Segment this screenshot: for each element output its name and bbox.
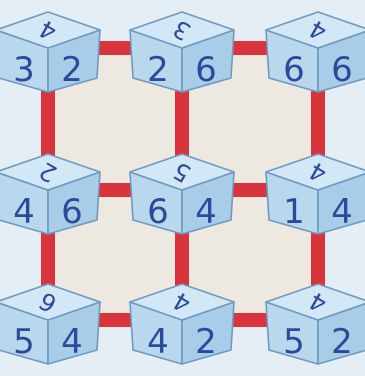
- cube-left-number: 5: [13, 322, 35, 362]
- cube-left-number: 6: [147, 192, 169, 232]
- cube-right-number: 2: [195, 322, 217, 362]
- cube-left-number: 2: [147, 50, 169, 90]
- cube-right-number: 6: [195, 50, 217, 90]
- cube-right-number: 6: [61, 192, 83, 232]
- cube-right-number: 4: [195, 192, 217, 232]
- cube-left-number: 3: [13, 50, 35, 90]
- cube-right-number: 4: [331, 192, 353, 232]
- cube-right-number: 2: [61, 50, 83, 90]
- cube-right-number: 2: [331, 322, 353, 362]
- cube-right-number: 4: [61, 322, 83, 362]
- cube-left-number: 5: [283, 322, 305, 362]
- cube-left-number: 6: [283, 50, 305, 90]
- cube-left-number: 4: [13, 192, 35, 232]
- cube-right-number: 6: [331, 50, 353, 90]
- cube-left-number: 4: [147, 322, 169, 362]
- cube-left-number: 1: [283, 192, 305, 232]
